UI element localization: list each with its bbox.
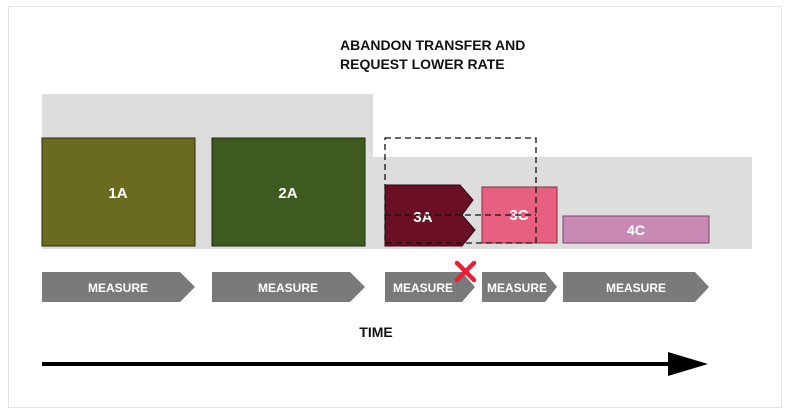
measure-label-5: MEASURE	[606, 281, 666, 295]
abandoned-transfer-outline	[384, 137, 537, 244]
measure-step-2	[212, 272, 365, 302]
segment-label-1a: 1A	[108, 185, 127, 202]
figure-frame	[8, 6, 782, 408]
annotation-line-1: ABANDON TRANSFER AND	[340, 37, 525, 53]
abandon-x-icon	[454, 260, 477, 283]
measure-label-4: MEASURE	[487, 281, 547, 295]
measure-label-3: MEASURE	[393, 281, 453, 295]
time-axis-label: TIME	[359, 324, 392, 340]
measure-label-2: MEASURE	[258, 281, 318, 295]
measure-label-1: MEASURE	[88, 281, 148, 295]
segment-block-2a	[211, 137, 366, 247]
measure-step-5	[563, 272, 709, 302]
segment-block-4c	[562, 215, 710, 244]
segment-label-4c: 4C	[627, 222, 645, 238]
segment-label-3a: 3A	[413, 209, 432, 226]
time-arrow-head-icon	[668, 352, 708, 376]
measure-step-1	[42, 272, 195, 302]
annotation-line-2: REQUEST LOWER RATE	[340, 56, 505, 72]
segment-block-1a	[41, 137, 196, 247]
measure-step-4	[482, 272, 557, 302]
measure-step-3	[385, 272, 475, 302]
segment-label-2a: 2A	[278, 185, 297, 202]
